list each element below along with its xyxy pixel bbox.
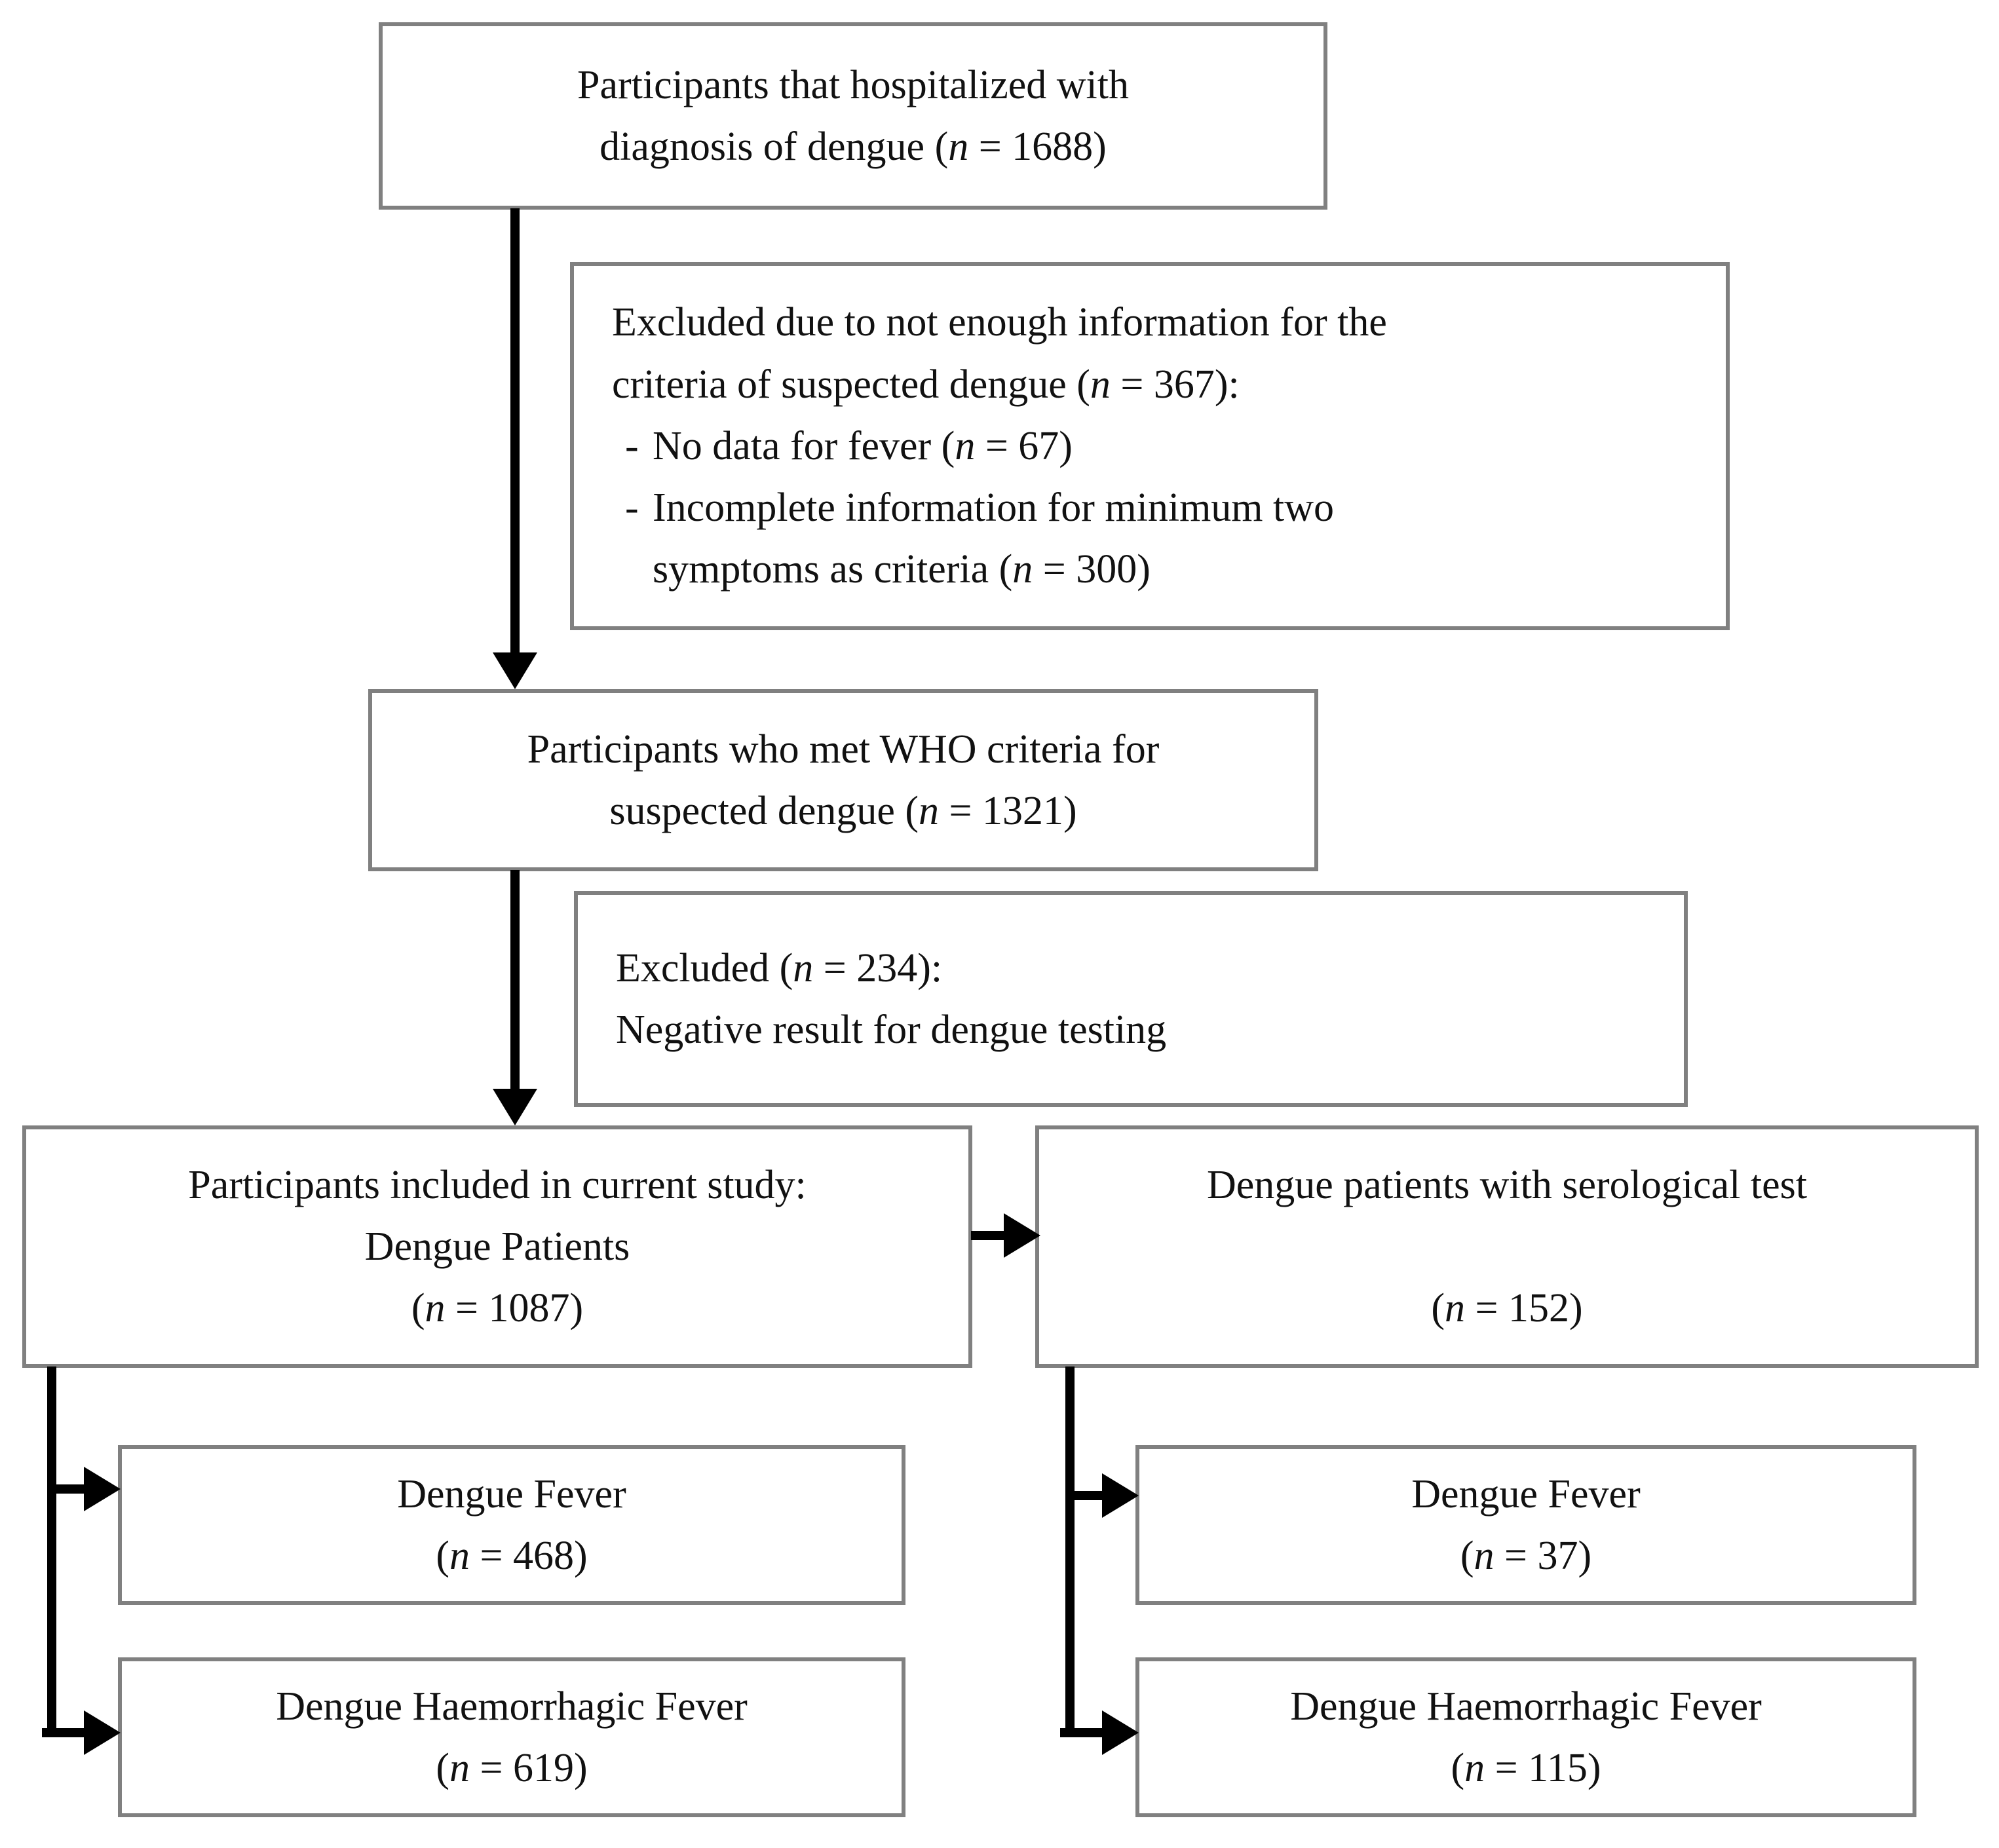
node-dhf-right-line2: (n = 115) bbox=[1156, 1737, 1895, 1799]
node-hospitalized-line2-post: = 1688) bbox=[968, 124, 1107, 169]
node-dhf-left-n-symbol: n bbox=[449, 1746, 470, 1790]
node-included-line3: (n = 1087) bbox=[43, 1277, 951, 1339]
node-excluded-info-n-symbol: n bbox=[1090, 362, 1111, 407]
node-df-left-line1: Dengue Fever bbox=[397, 1471, 626, 1517]
connector-left-vertical-trunk bbox=[47, 1367, 56, 1737]
node-df-left-line2-pre: ( bbox=[436, 1534, 450, 1578]
node-excluded-negative-result: Excluded (n = 234): Negative result for … bbox=[574, 891, 1688, 1107]
bullet-2-post: = 300) bbox=[1033, 547, 1151, 592]
node-dengue-fever-left: Dengue Fever (n = 468) bbox=[118, 1445, 905, 1605]
bullet-dash-1: - bbox=[625, 423, 639, 468]
node-who-line2-pre: suspected dengue ( bbox=[609, 789, 919, 833]
node-df-right-line2-post: = 37) bbox=[1494, 1534, 1592, 1578]
node-dhf-right-n-symbol: n bbox=[1464, 1746, 1485, 1790]
node-excluded-neg-line1-pre: Excluded ( bbox=[616, 945, 793, 990]
node-dengue-haemorrhagic-fever-left: Dengue Haemorrhagic Fever (n = 619) bbox=[118, 1657, 905, 1817]
node-df-left-line2: (n = 468) bbox=[139, 1525, 885, 1587]
connector-left-branch-dhf-stem bbox=[42, 1728, 92, 1737]
node-excluded-info-bullet-1: -No data for fever (n = 67) bbox=[612, 415, 1700, 477]
connector-included-to-serological-arrowhead bbox=[1004, 1213, 1040, 1258]
connector-hospitalized-to-who-arrowhead bbox=[493, 652, 537, 689]
bullet-2-n-symbol: n bbox=[1012, 547, 1033, 592]
connector-included-to-serological-stem bbox=[971, 1231, 1008, 1240]
node-included-line3-post: = 1087) bbox=[445, 1286, 584, 1331]
node-excluded-info-bullet-2-line2: symptoms as criteria (n = 300) bbox=[612, 538, 1700, 600]
node-who-line1: Participants who met WHO criteria for bbox=[527, 726, 1160, 772]
node-dhf-left-line1: Dengue Haemorrhagic Fever bbox=[276, 1684, 748, 1729]
node-serological-line2-pre: ( bbox=[1431, 1286, 1445, 1331]
node-dhf-right-line2-post: = 115) bbox=[1485, 1746, 1601, 1790]
node-excluded-neg-line1: Excluded (n = 234): bbox=[616, 937, 1658, 999]
node-df-right-line2: (n = 37) bbox=[1156, 1525, 1895, 1587]
node-who-line2-post: = 1321) bbox=[939, 789, 1077, 833]
connector-right-branch-df-stem bbox=[1065, 1491, 1110, 1500]
node-df-right-n-symbol: n bbox=[1474, 1534, 1494, 1578]
node-hospitalized: Participants that hospitalized with diag… bbox=[379, 22, 1327, 210]
node-serological-line2: (n = 152) bbox=[1056, 1277, 1958, 1339]
node-dhf-right-line2-pre: ( bbox=[1451, 1746, 1465, 1790]
node-excluded-neg-line1-post: = 234): bbox=[813, 945, 943, 990]
node-df-left-n-symbol: n bbox=[449, 1534, 470, 1578]
connector-right-vertical-trunk bbox=[1065, 1367, 1075, 1737]
bullet-1-post: = 67) bbox=[975, 423, 1073, 468]
node-dengue-fever-right: Dengue Fever (n = 37) bbox=[1135, 1445, 1916, 1605]
connector-who-to-included-arrowhead bbox=[493, 1089, 537, 1125]
connector-left-branch-df-stem bbox=[47, 1484, 92, 1494]
node-excluded-info-bullet-2-line1: -Incomplete information for minimum two bbox=[612, 477, 1700, 538]
node-excluded-neg-n-symbol: n bbox=[793, 945, 814, 990]
bullet-1-n-symbol: n bbox=[955, 423, 976, 468]
node-dhf-right-line1: Dengue Haemorrhagic Fever bbox=[1290, 1684, 1762, 1729]
node-included-n-symbol: n bbox=[425, 1286, 446, 1331]
bullet-2-pre: Incomplete information for minimum two bbox=[653, 485, 1335, 531]
node-hospitalized-line1: Participants that hospitalized with bbox=[577, 62, 1129, 107]
connector-right-branch-df-arrowhead bbox=[1102, 1473, 1139, 1518]
node-serological-spacer bbox=[1056, 1216, 1958, 1277]
connector-right-branch-dhf-stem bbox=[1060, 1728, 1110, 1737]
node-serological-test: Dengue patients with serological test (n… bbox=[1035, 1125, 1979, 1368]
node-serological-line2-post: = 152) bbox=[1465, 1286, 1583, 1331]
node-hospitalized-line2: diagnosis of dengue (n = 1688) bbox=[400, 116, 1306, 178]
node-dhf-left-line2-post: = 619) bbox=[470, 1746, 588, 1790]
node-df-right-line2-pre: ( bbox=[1460, 1534, 1474, 1578]
connector-right-branch-dhf-arrowhead bbox=[1102, 1710, 1139, 1755]
node-dhf-left-line2-pre: ( bbox=[436, 1746, 450, 1790]
node-excluded-info-line1: Excluded due to not enough information f… bbox=[612, 300, 1387, 345]
node-included-line3-pre: ( bbox=[411, 1286, 425, 1331]
connector-hospitalized-to-who-stem bbox=[510, 208, 520, 654]
connector-left-branch-df-arrowhead bbox=[84, 1467, 121, 1511]
node-hospitalized-line2-pre: diagnosis of dengue ( bbox=[600, 124, 949, 169]
node-df-right-line1: Dengue Fever bbox=[1411, 1471, 1641, 1517]
bullet-1-pre: No data for fever ( bbox=[653, 423, 955, 468]
connector-left-branch-dhf-arrowhead bbox=[84, 1710, 121, 1755]
node-excluded-insufficient-info: Excluded due to not enough information f… bbox=[570, 262, 1730, 630]
node-excluded-info-line2: criteria of suspected dengue (n = 367): bbox=[612, 354, 1700, 415]
node-included-in-study: Participants included in current study: … bbox=[22, 1125, 972, 1368]
node-included-line1: Participants included in current study: bbox=[188, 1162, 807, 1207]
node-excluded-info-line2-pre: criteria of suspected dengue ( bbox=[612, 362, 1090, 407]
node-excluded-neg-line2: Negative result for dengue testing bbox=[616, 1008, 1167, 1052]
node-dhf-left-line2: (n = 619) bbox=[139, 1737, 885, 1799]
node-serological-n-symbol: n bbox=[1445, 1286, 1466, 1331]
node-who-criteria: Participants who met WHO criteria for su… bbox=[368, 689, 1318, 871]
connector-who-to-included-stem bbox=[510, 870, 520, 1090]
node-dengue-haemorrhagic-fever-right: Dengue Haemorrhagic Fever (n = 115) bbox=[1135, 1657, 1916, 1817]
node-included-line2: Dengue Patients bbox=[364, 1224, 630, 1269]
node-excluded-info-line2-post: = 367): bbox=[1110, 362, 1240, 407]
node-who-line2: suspected dengue (n = 1321) bbox=[389, 780, 1297, 842]
node-hospitalized-n-symbol: n bbox=[948, 124, 969, 169]
node-df-left-line2-post: = 468) bbox=[470, 1534, 588, 1578]
bullet-dash-2: - bbox=[625, 485, 639, 531]
node-who-n-symbol: n bbox=[919, 789, 940, 833]
bullet-2-line2-pre: symptoms as criteria ( bbox=[653, 547, 1013, 592]
node-serological-line1: Dengue patients with serological test bbox=[1207, 1162, 1807, 1207]
